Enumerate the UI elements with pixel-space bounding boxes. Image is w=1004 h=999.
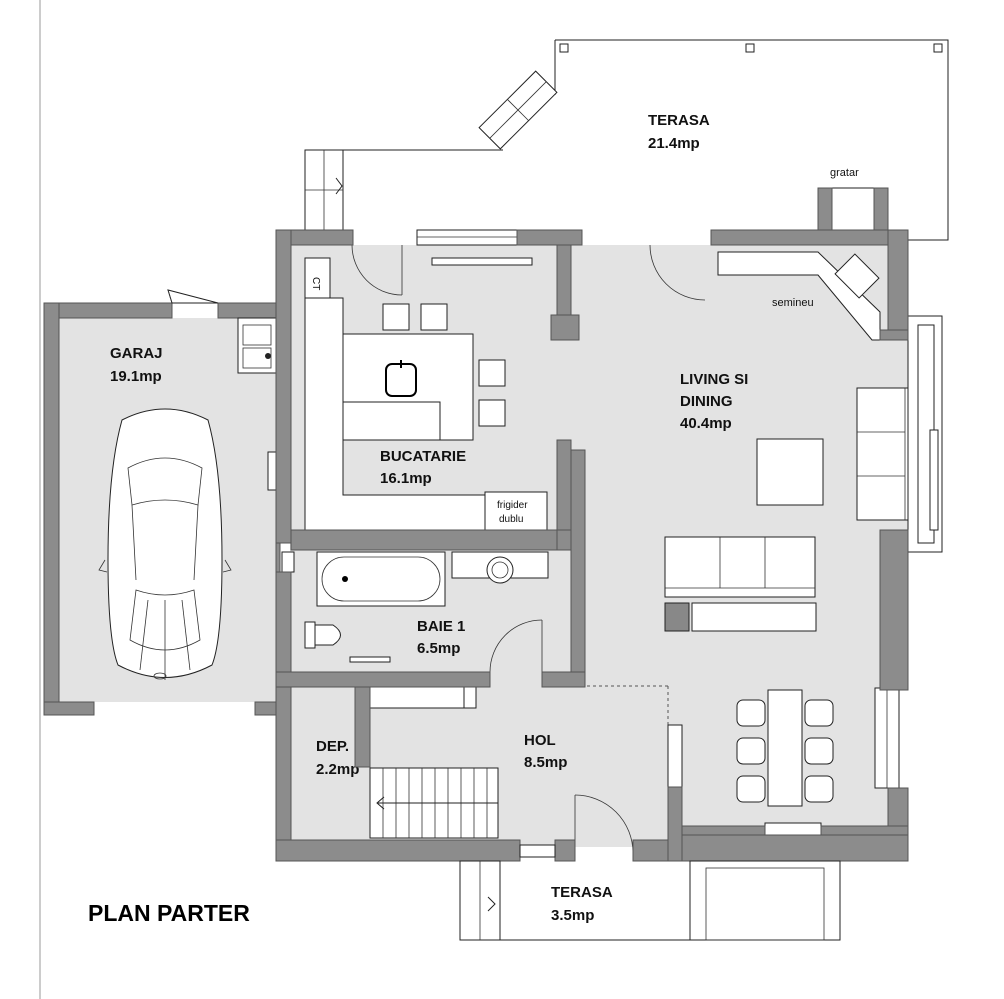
terrace-bottom [459,860,841,941]
living-name-1: LIVING SI [680,371,748,388]
bucatarie-name: BUCATARIE [380,448,466,465]
dep-area: 2.2mp [316,761,359,778]
car-icon [98,408,232,680]
terasa-bottom-name: TERASA [551,884,613,901]
plan-title: PLAN PARTER [88,900,250,926]
frigider-label-2: dublu [499,514,523,525]
bucatarie-area: 16.1mp [380,470,432,487]
terrace-top [304,39,949,241]
garaj-name: GARAJ [110,345,163,362]
terasa-top-name: TERASA [648,112,710,129]
dining-chairs [736,699,834,803]
frigider-label-1: frigider [497,500,528,511]
semineu-label: semineu [772,297,814,309]
terasa-top-area: 21.4mp [648,135,700,152]
living-name-2: DINING [680,393,733,410]
hol-name: HOL [524,732,556,749]
garaj-area: 19.1mp [110,368,162,385]
living-dining [649,244,943,836]
terasa-bottom-area: 3.5mp [551,907,594,924]
dep-name: DEP. [316,738,349,755]
kitchen: CT [304,229,548,531]
garage [43,289,281,716]
baie-name: BAIE 1 [417,618,465,635]
gratar-label: gratar [830,167,859,179]
bathroom [281,551,549,673]
living-area: 40.4mp [680,415,732,432]
walls [275,229,909,862]
ct-label: CT [310,277,321,290]
baie-area: 6.5mp [417,640,460,657]
hol-area: 8.5mp [524,754,567,771]
